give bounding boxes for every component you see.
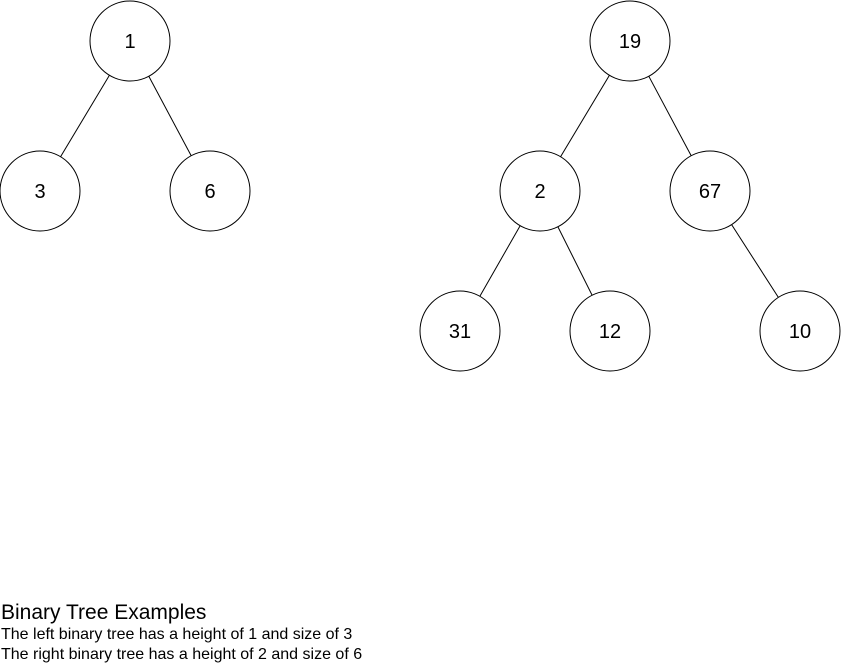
tree-node-label-1: 1	[124, 31, 135, 53]
tree-node-label-2: 2	[534, 181, 545, 203]
tree-node-6	[169, 150, 251, 232]
caption-line-right-tree: The right binary tree has a height of 2 …	[1, 645, 363, 663]
tree-node-label-3: 3	[34, 181, 45, 203]
tree-node-2	[499, 150, 581, 232]
tree-node-1	[89, 0, 171, 82]
caption-block: Binary Tree Examples The left binary tre…	[1, 601, 362, 664]
tree-node-label-67: 67	[699, 181, 721, 203]
caption-line-left-tree: The left binary tree has a height of 1 a…	[1, 626, 353, 643]
tree-node-67	[669, 150, 751, 232]
tree-node-12	[569, 290, 651, 372]
tree-node-label-31: 31	[449, 321, 471, 343]
tree-node-label-19: 19	[619, 31, 641, 53]
tree-node-3	[0, 150, 81, 232]
tree-node-10	[759, 290, 841, 372]
diagram-title: Binary Tree Examples	[1, 601, 207, 624]
tree-node-label-12: 12	[599, 321, 621, 343]
right-binary-tree: 19 2 67 31 12 10	[419, 0, 841, 372]
tree-node-19	[589, 0, 671, 82]
tree-node-label-6: 6	[204, 181, 215, 203]
tree-node-label-10: 10	[789, 321, 811, 343]
left-binary-tree: 1 3 6	[0, 0, 251, 232]
tree-node-31	[419, 290, 501, 372]
